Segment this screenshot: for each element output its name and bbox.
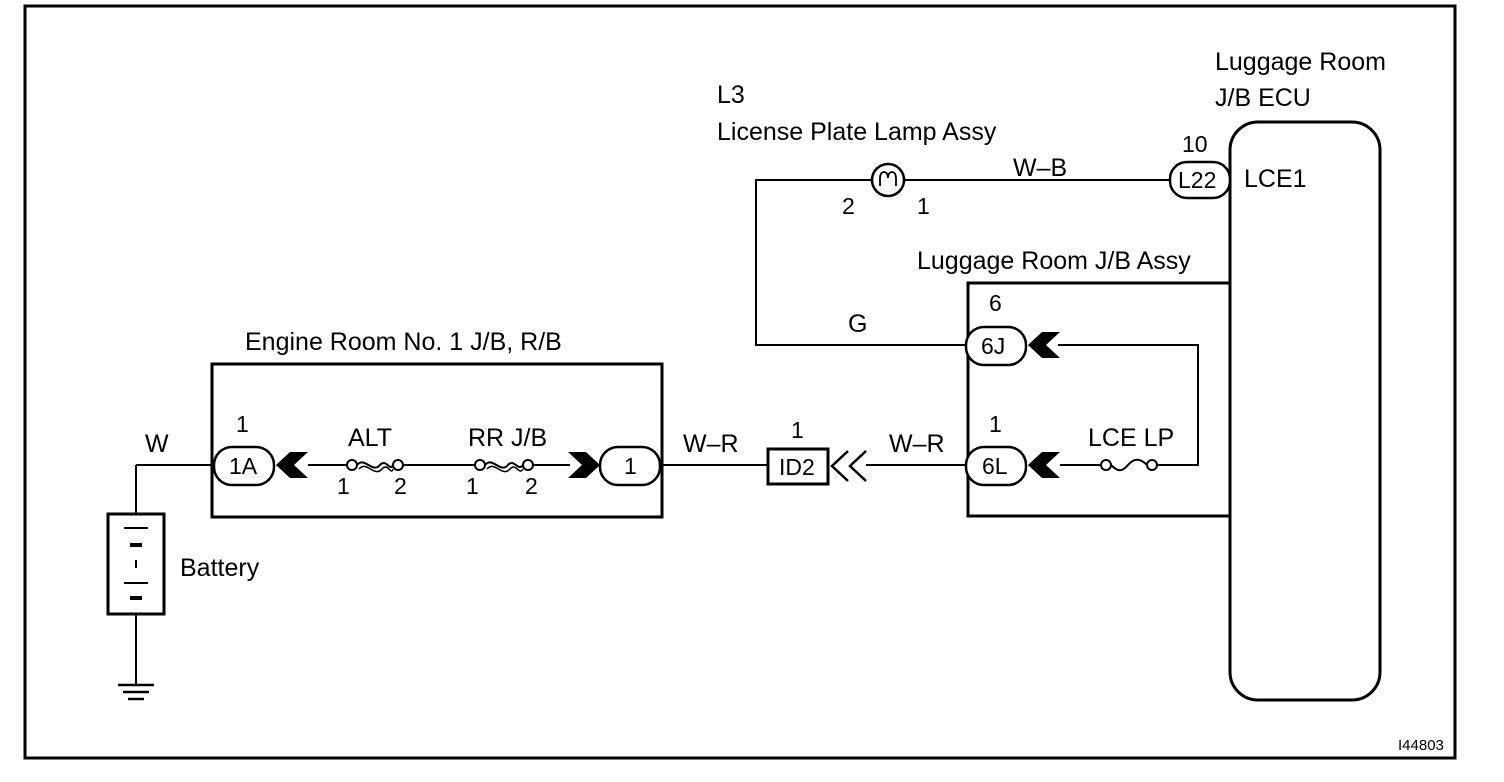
connector-id2: [766, 447, 830, 486]
ecu-terminal-lce1: LCE1: [1244, 165, 1307, 193]
luggage-jb-assy-title: Luggage Room J/B Assy: [917, 247, 1191, 275]
wire-lce-fuse-loop: [1058, 344, 1199, 466]
fuse-rr-icon: [474, 459, 534, 473]
diagram-frame: [23, 4, 1457, 760]
lamp-code: L3: [717, 81, 745, 109]
connector-l22-label: L22: [1178, 167, 1216, 193]
lamp-name: License Plate Lamp Assy: [717, 118, 997, 146]
wire-lamp-to-6j: [755, 179, 966, 346]
fuse-alt-label: ALT: [348, 424, 392, 452]
connector-1a: [212, 445, 276, 487]
engine-room-jb-title: Engine Room No. 1 J/B, R/B: [245, 328, 562, 356]
connector-1: [598, 445, 662, 487]
arrow-6l-icon: [1028, 452, 1060, 478]
id2-label: ID2: [779, 454, 815, 480]
lamp-pin-right: 1: [917, 193, 930, 219]
fuse-alt-pin-b: 2: [394, 473, 407, 499]
arrow-id2-icon: [830, 450, 867, 482]
connector-6l: [964, 445, 1028, 487]
connector-l22: [1168, 160, 1232, 200]
connector-l22-pin: 10: [1182, 131, 1208, 157]
wire-color-w: W: [145, 430, 169, 458]
ecu-title-line2: J/B ECU: [1215, 84, 1311, 112]
id2-pin: 1: [791, 417, 804, 443]
fuse-alt-icon: [346, 459, 404, 473]
connector-1-label: 1: [624, 453, 637, 479]
lamp-bulb-icon: [870, 162, 906, 198]
connector-6l-label: 6L: [982, 453, 1008, 479]
ground-icon: [118, 683, 154, 701]
ecu-title-line1: Luggage Room: [1215, 48, 1386, 76]
fuse-lce-label: LCE LP: [1088, 424, 1174, 452]
fuse-alt-pin-a: 1: [337, 473, 350, 499]
wire-color-wr-left: W–R: [683, 430, 739, 458]
arrow-1-icon: [568, 452, 600, 478]
arrow-1a-icon: [276, 452, 308, 478]
luggage-jb-assy-box: [966, 281, 1230, 518]
fuse-rr-pin-a: 1: [466, 473, 479, 499]
connector-1a-label: 1A: [229, 453, 258, 479]
wire-color-g: G: [848, 310, 867, 338]
connector-6j-pin: 6: [989, 290, 1002, 316]
diagram-id: I44803: [1398, 737, 1444, 754]
connector-6j-label: 6J: [981, 333, 1005, 359]
engine-room-jb-box: [210, 362, 664, 519]
connector-6j: [964, 325, 1028, 367]
battery-label: Battery: [180, 554, 260, 582]
lamp-pin-left: 2: [842, 193, 855, 219]
arrow-6j-icon: [1028, 332, 1060, 358]
battery: [106, 512, 166, 616]
fuse-rr-pin-b: 2: [525, 473, 538, 499]
connector-6l-pin: 1: [989, 411, 1002, 437]
fuse-rr-label: RR J/B: [468, 424, 547, 452]
luggage-ecu-box: [1228, 120, 1382, 702]
wire-color-wr-right: W–R: [889, 430, 945, 458]
fuse-lce-icon: [1100, 458, 1158, 472]
connector-1a-pin: 1: [236, 411, 249, 437]
wire-color-wb: W–B: [1013, 154, 1067, 182]
